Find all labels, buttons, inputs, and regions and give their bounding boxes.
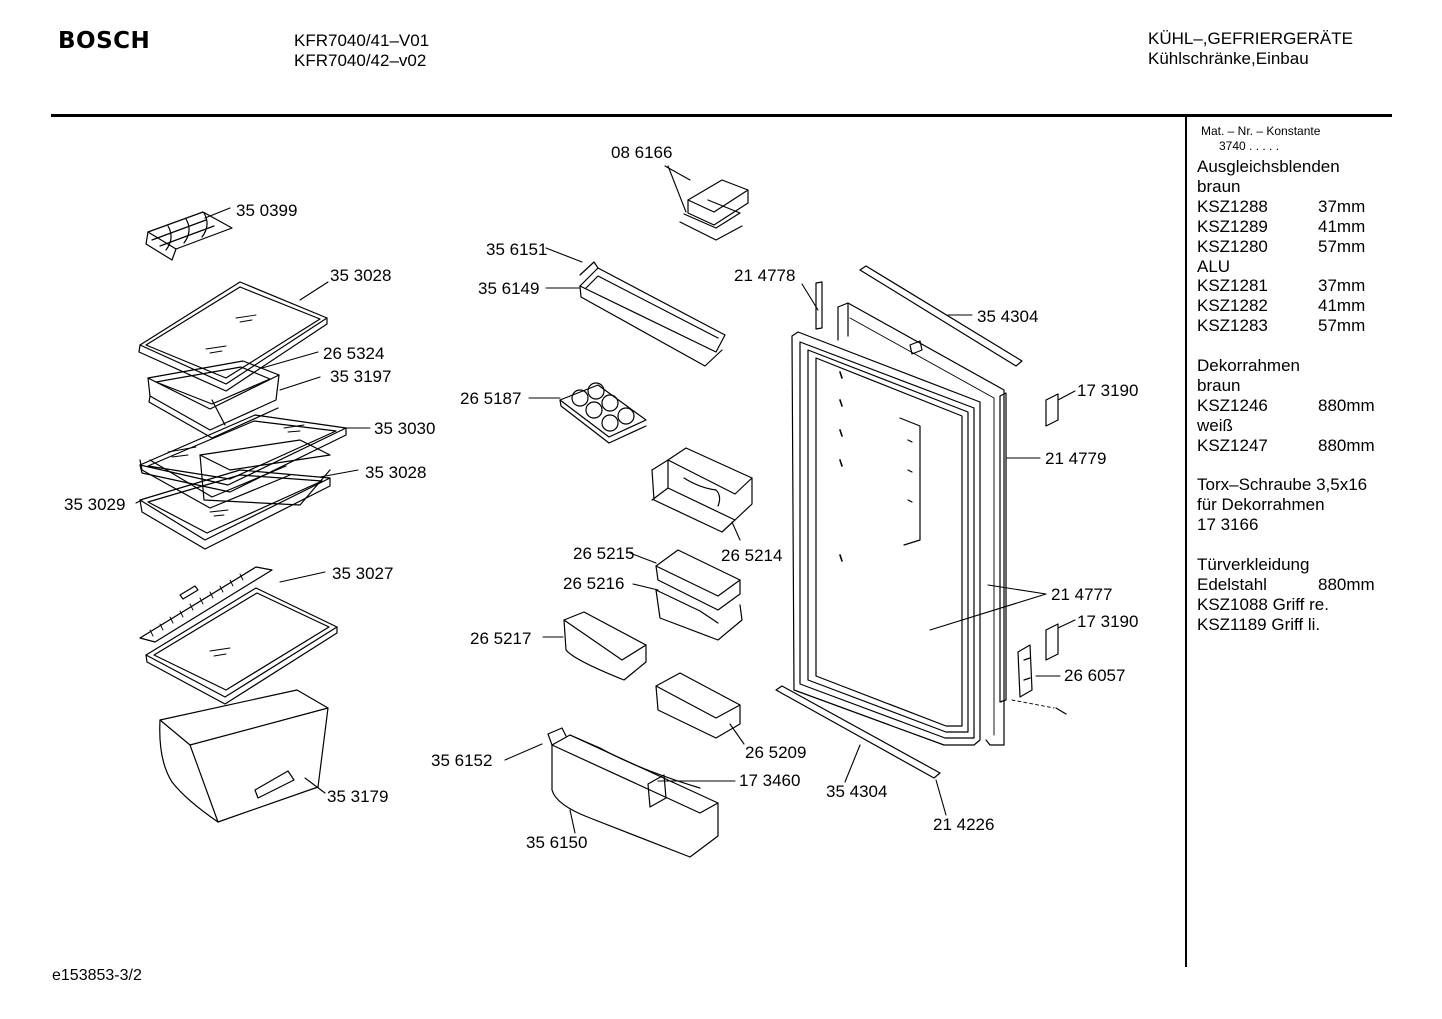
part-265214-bottle-holder-shape [651,447,753,533]
label-353028-top: 35 3028 [330,266,391,285]
category-line-2: Kühlschränke,Einbau [1148,49,1309,68]
label-356150: 35 6150 [526,833,587,852]
part-265216-small-box-shape [655,589,743,641]
label-265214: 26 5214 [721,546,782,565]
part-353028-mid-shelf-shape [139,469,331,550]
label-265187: 26 5187 [460,389,521,408]
part-173190-handle-bottom-shape [1045,623,1059,661]
part-214778-rod-shape [815,281,823,330]
label-214777: 21 4777 [1051,585,1112,604]
label-356149: 35 6149 [478,279,539,298]
label-173190-bottom: 17 3190 [1077,612,1138,631]
part-350399-shape [145,211,233,261]
label-353197: 35 3197 [330,367,391,386]
part-353179-crisper-drawer-shape [159,689,329,823]
label-354304-top: 35 4304 [977,307,1038,326]
dekor-title: Dekorrahmen [1197,356,1300,376]
label-214778: 21 4778 [734,266,795,285]
label-350399: 35 0399 [236,201,297,220]
label-354304-bottom: 35 4304 [826,782,887,801]
torx-line-1: Torx–Schraube 3,5x16 [1197,475,1368,495]
torx-line-3: 17 3166 [1197,515,1259,535]
brand-logo: BOSCH [58,28,151,54]
alu-label: ALU [1197,256,1231,276]
part-265217-box-shape [563,611,647,681]
part-354304-bottom-strip-shape [775,685,941,779]
header-divider [51,114,1392,117]
model-line-1: KFR7040/41–V01 [294,31,430,50]
part-door-gasket-shape [791,331,981,746]
model-line-2: KFR7040/42–v02 [294,51,427,70]
accessory-sidebar: Mat. – Nr. – Konstante 3740 . . . . . Au… [1197,124,1387,635]
label-265217: 26 5217 [470,629,531,648]
category-line-1: KÜHL–,GEFRIERGERÄTE [1148,29,1353,48]
label-353179: 35 3179 [327,787,388,806]
label-173460: 17 3460 [739,771,800,790]
weiss-label: weiß [1197,415,1233,435]
part-265187-egg-tray-shape [559,382,647,444]
ausgleich-title: Ausgleichsblenden [1197,157,1340,176]
label-214226: 21 4226 [933,815,994,834]
part-door-inner-panel-shape [837,302,1005,746]
part-086166-butter-box-shape [679,179,749,241]
label-173190-top: 17 3190 [1077,381,1138,400]
document-id: e153853-3/2 [52,967,142,984]
torx-line-2: für Dekorrahmen [1197,495,1325,515]
leader-lines [135,165,1076,834]
part-353027-shelf-rail-shape [139,566,338,705]
label-086166: 08 6166 [611,143,672,162]
label-353030: 35 3030 [374,419,435,438]
label-353028-mid: 35 3028 [365,463,426,482]
label-353027: 35 3027 [332,564,393,583]
part-173190-handle-top-shape [1045,393,1059,427]
konstante-label: Mat. – Nr. – Konstante [1201,124,1321,138]
label-356151: 35 6151 [486,240,547,259]
part-266057-hinge-shape [1011,644,1067,715]
label-214779: 21 4779 [1045,449,1106,468]
label-265215: 26 5215 [573,544,634,563]
part-354304-top-strip-shape [859,265,1023,367]
tuer-title: Türverkleidung [1197,555,1310,575]
label-356152: 35 6152 [431,751,492,770]
part-356150-large-door-shelf-shape [547,727,719,858]
braun-label-1: braun [1197,176,1241,196]
part-353028-top-shelf-shape [138,281,328,392]
label-266057: 26 6057 [1064,666,1125,685]
braun-label-2: braun [1197,375,1241,395]
label-353029: 35 3029 [64,495,125,514]
griff-line-2: KSZ1189 Griff li. [1197,614,1321,634]
label-265324: 26 5324 [323,344,384,363]
part-265209-box-shape [655,672,741,739]
label-265209: 26 5209 [745,743,806,762]
griff-line-1: KSZ1088 Griff re. [1197,594,1329,614]
konstante-value: 3740 . . . . . [1219,139,1280,153]
part-356149-door-shelf-shape [579,261,726,367]
part-353197-drawer-shape [147,360,280,439]
sidebar-divider [1185,117,1187,967]
part-353029-frame-shape [139,439,331,509]
part-265215-small-box-shape [655,549,741,611]
label-265216: 26 5216 [563,574,624,593]
part-214779-rod-shape [999,392,1007,703]
